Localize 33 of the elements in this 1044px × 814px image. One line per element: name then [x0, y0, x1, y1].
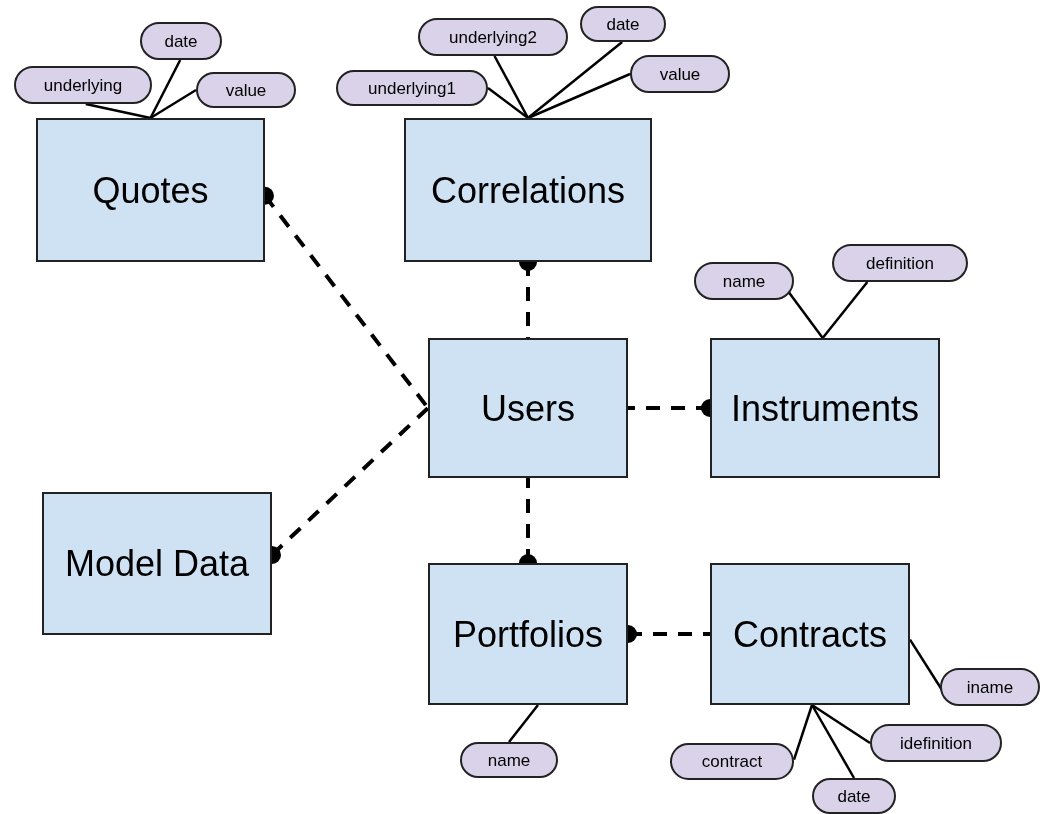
connector-line — [149, 88, 197, 120]
entity-box: Portfolios — [428, 563, 628, 705]
attribute-pill: underlying2 — [418, 18, 568, 56]
attribute-pill: definition — [832, 244, 968, 282]
attribute-pill: underlying — [14, 66, 152, 104]
connector-line — [788, 291, 824, 339]
attribute-pill: name — [694, 262, 794, 300]
connector-line — [527, 41, 623, 119]
attribute-pill: date — [140, 22, 222, 60]
connector-line — [85, 102, 151, 120]
attribute-pill: date — [580, 6, 666, 42]
attribute-pill: iname — [940, 668, 1040, 706]
entity-box: Users — [428, 338, 628, 478]
connector-line — [527, 72, 631, 120]
connector-line — [810, 704, 856, 779]
attribute-pill: value — [630, 55, 730, 93]
connector-line — [487, 87, 529, 119]
attribute-pill: underlying1 — [336, 70, 488, 106]
attribute-pill: date — [812, 778, 896, 814]
entity-box: Model Data — [42, 492, 272, 635]
connector-line — [149, 59, 182, 119]
connector-line — [811, 703, 871, 745]
connector-line — [821, 281, 869, 339]
connector-line — [493, 55, 530, 119]
attribute-pill: name — [460, 742, 558, 778]
entity-box: Correlations — [404, 118, 652, 262]
attribute-pill: idefinition — [870, 724, 1002, 762]
attribute-pill: contract — [670, 743, 794, 780]
entity-box: Quotes — [36, 118, 265, 262]
attribute-pill: value — [196, 72, 296, 108]
connector-line — [508, 704, 539, 743]
entity-box: Instruments — [710, 338, 940, 478]
entity-box: Contracts — [710, 563, 910, 705]
